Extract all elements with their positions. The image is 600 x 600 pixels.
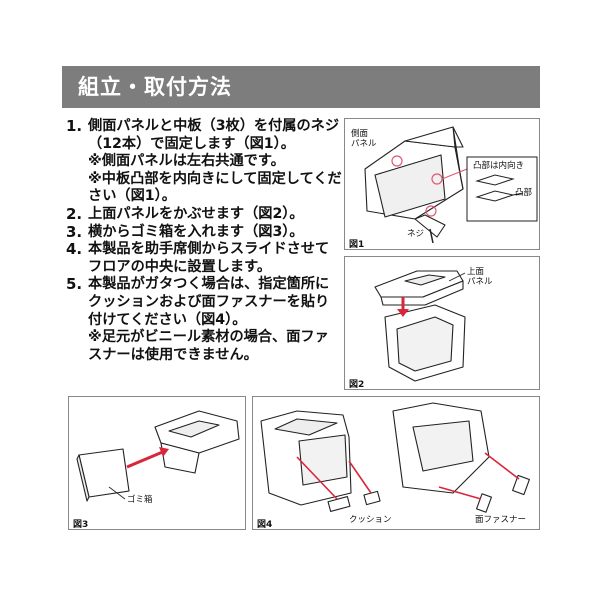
step-number: 5. [66, 275, 83, 294]
step-2: 2. 上面パネルをかぶせます（図2）。 [66, 204, 342, 224]
convex-inward-label: 凸部は内向き [473, 161, 525, 171]
step-5: 5. 本製品がガタつく場合は、指定箇所にクッションおよび面ファスナーを貼り付けて… [66, 276, 342, 329]
step-note: ※足元がビニール素材の場合、面ファスナーは使用できません。 [88, 329, 329, 363]
figure-4: クッション 面ファスナー 図4 [252, 396, 540, 530]
figure-1-illustration [364, 126, 538, 244]
figure-4-illustration [260, 402, 530, 513]
trash-label: ゴミ箱 [127, 495, 153, 505]
step-1: 1. 側面パネルと中板（3枚）を付属のネジ（12本）で固定します（図1）。 [66, 117, 342, 153]
figure-2: 上面 パネル 図2 [344, 256, 540, 390]
step-text: 本製品を助手席側からスライドさせてフロアの中央に設置します。 [88, 241, 330, 275]
step-4: 4. 本製品を助手席側からスライドさせてフロアの中央に設置します。 [66, 240, 342, 276]
step-text: 側面パネルと中板（3枚）を付属のネジ（12本）で固定します（図1）。 [88, 118, 340, 152]
side-panel-label: 側面 パネル [351, 129, 377, 149]
figure-3-label: 図3 [73, 520, 89, 530]
figure-2-label: 図2 [349, 380, 365, 390]
fastener-label: 面ファスナー [475, 515, 527, 525]
convex-label: 凸部 [515, 188, 533, 198]
figure-4-label: 図4 [257, 520, 273, 530]
step-note: ※側面パネルは左右共通です。 [88, 153, 285, 170]
figure-3-illustration [76, 410, 240, 502]
step-number: 1. [66, 117, 83, 135]
figure-2-illustration [374, 270, 466, 382]
cushion-label: クッション [349, 515, 392, 525]
step-number: 2. [66, 204, 83, 223]
step-text: 本製品がガタつく場合は、指定箇所にクッションおよび面ファスナーを貼り付けてくださ… [88, 276, 330, 328]
step-note: ※中板凸部を内向きにして固定してください（図1）。 [88, 170, 342, 205]
figure-1-label: 図1 [349, 240, 365, 250]
step-number: 3. [66, 222, 83, 241]
step-number: 4. [66, 240, 83, 259]
figure-1: 側面 パネル 凸部は内向き 凸部 ネジ 図1 [344, 118, 540, 250]
step-text: 横からゴミ箱を入れます（図3）。 [88, 223, 304, 240]
section-title: 組立・取付方法 [62, 66, 540, 108]
step-3: 3. 横からゴミ箱を入れます（図3）。 [66, 222, 342, 242]
instruction-list: 1. 側面パネルと中板（3枚）を付属のネジ（12本）で固定します（図1）。 ※側… [66, 117, 342, 364]
screw-label: ネジ [407, 229, 425, 239]
figure-3: ゴミ箱 図3 [68, 396, 246, 530]
top-panel-label: 上面 パネル [467, 267, 493, 287]
step-text: 上面パネルをかぶせます（図2）。 [88, 205, 304, 222]
